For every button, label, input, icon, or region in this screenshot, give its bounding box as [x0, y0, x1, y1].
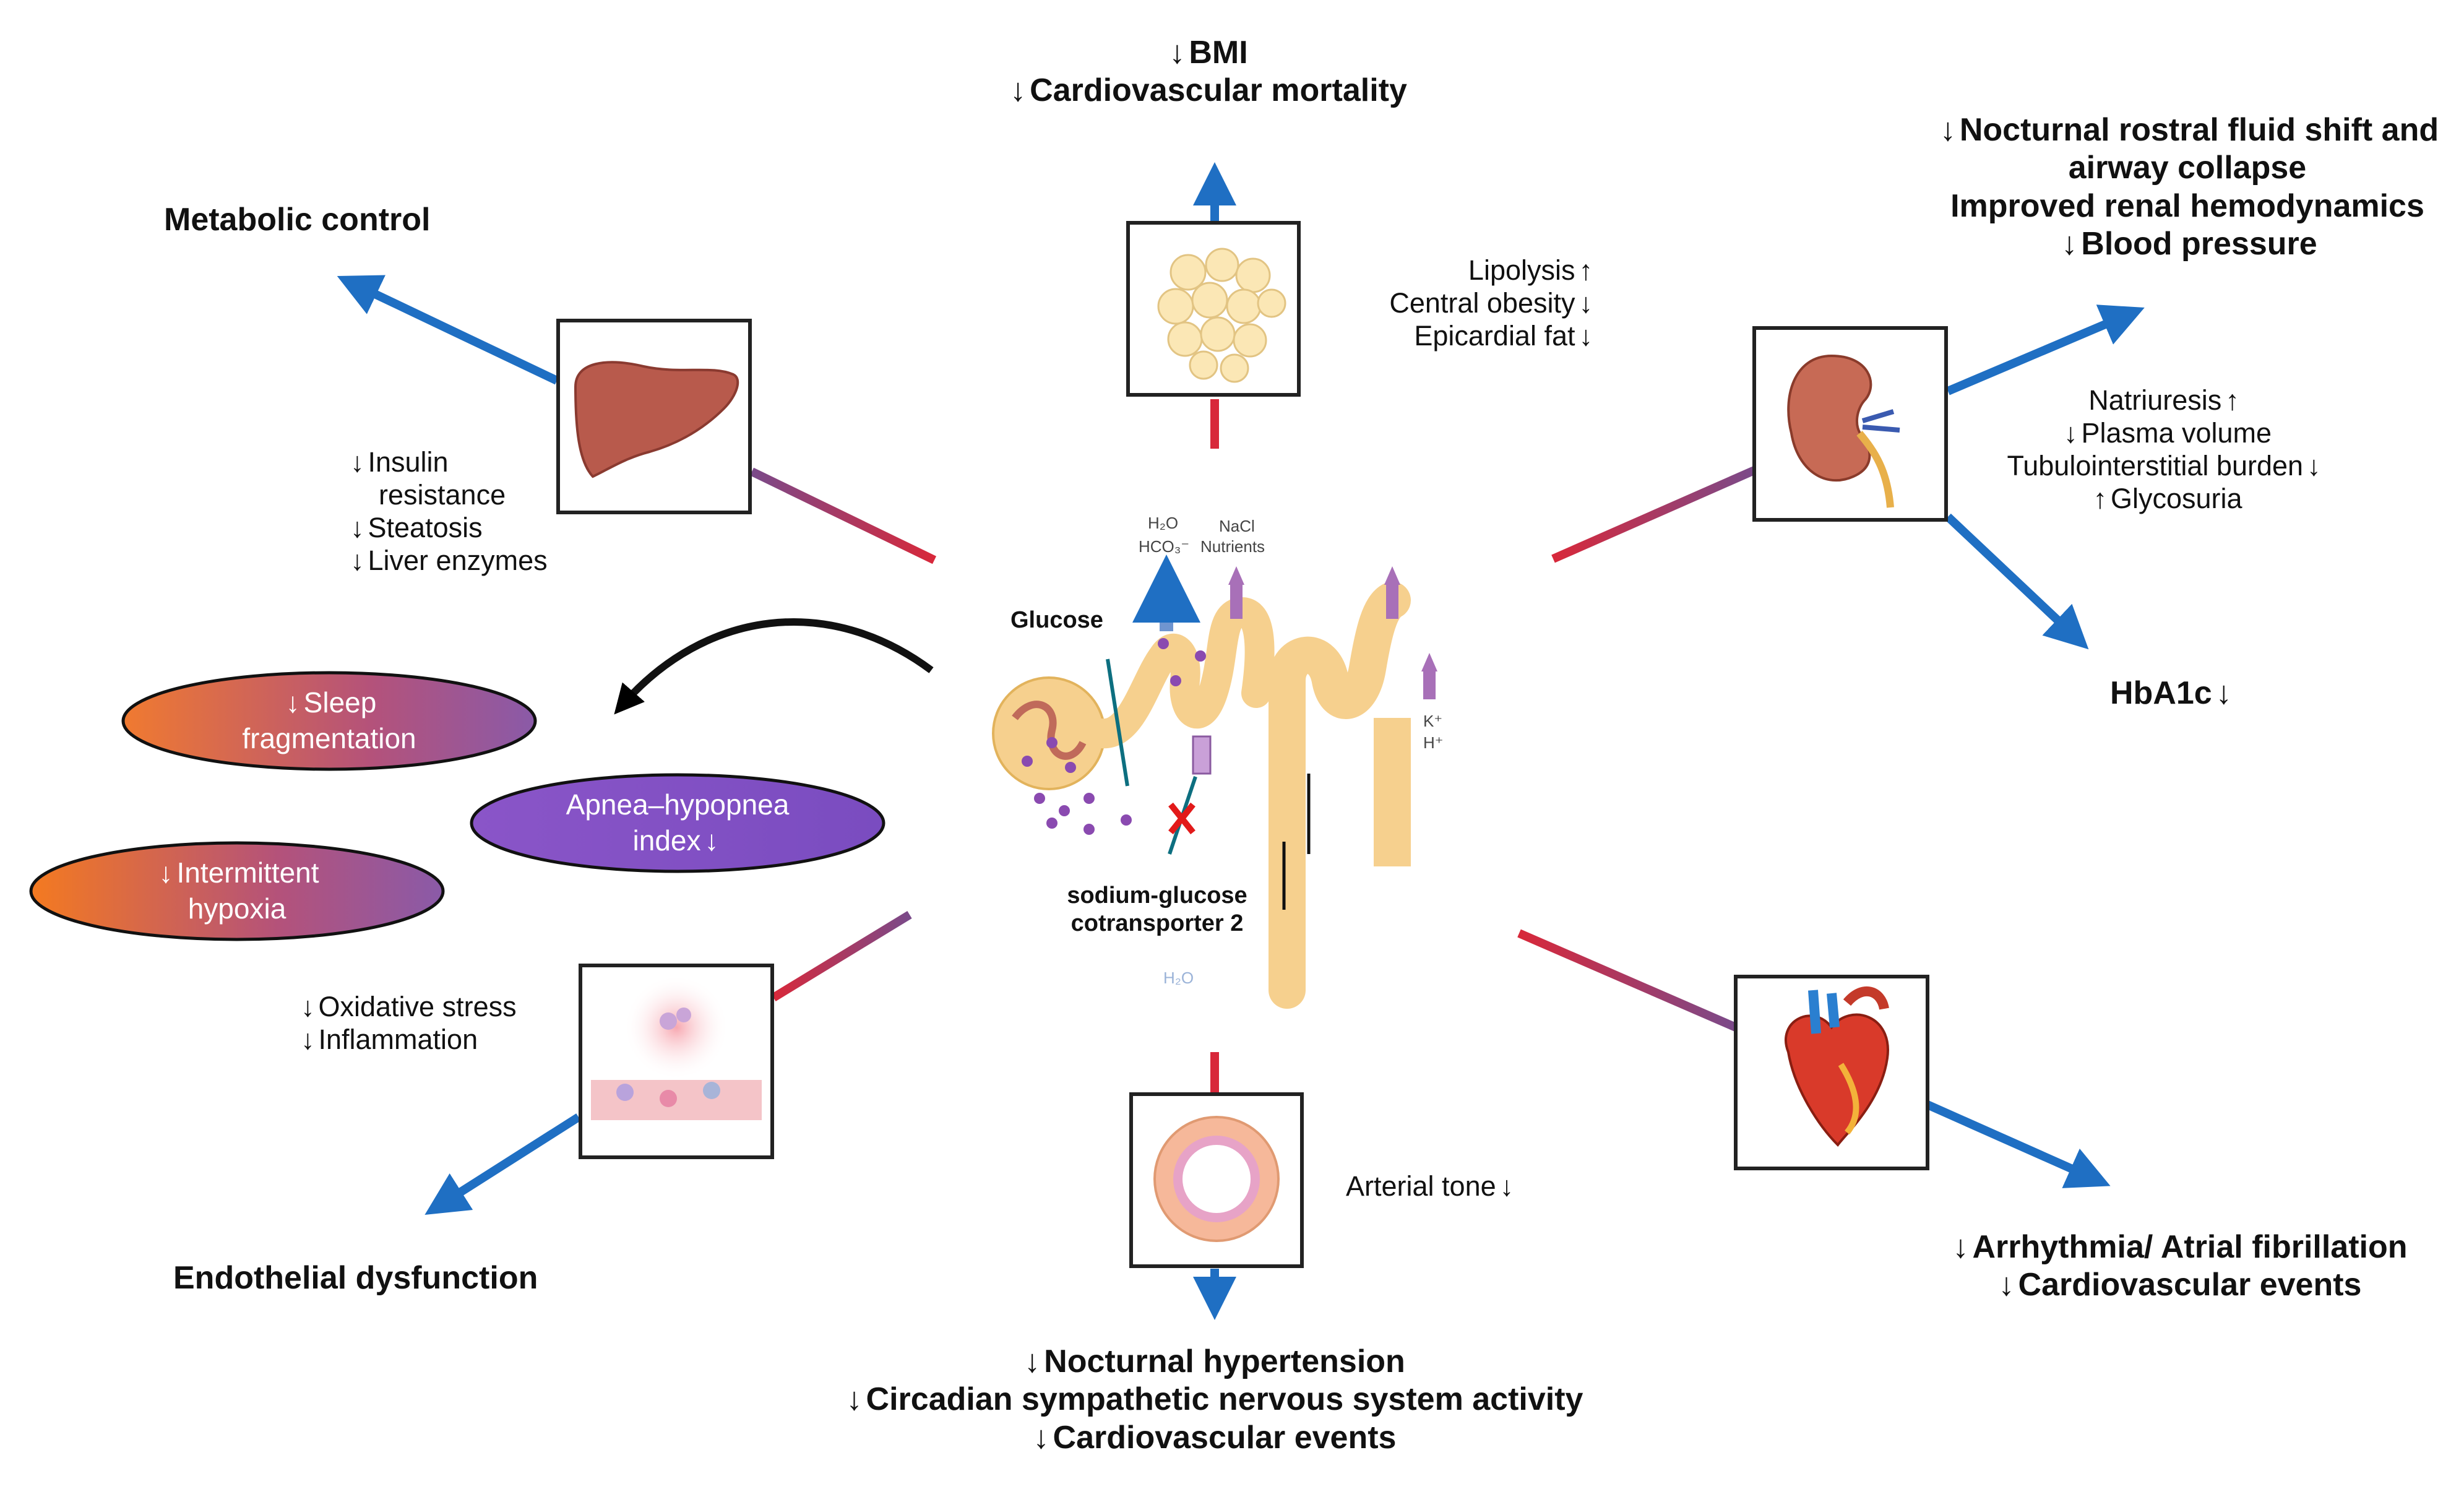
sleep-fragmentation-line2: fragmentation: [242, 722, 416, 754]
liver-effects: ↓Insulin resistance ↓Steatosis ↓Liver en…: [350, 446, 548, 577]
kidney-line-4: Blood pressure: [2081, 226, 2317, 262]
endothelium-connector: [771, 911, 912, 1001]
heart-line-2: Cardiovascular events: [2018, 1267, 2362, 1303]
label-h2o-top: H₂O: [1148, 514, 1179, 532]
sleep-fragmentation-ellipse: [121, 671, 537, 771]
liver-item-resistance: resistance: [379, 479, 506, 511]
kidney-item-glycosuria: Glycosuria: [2110, 483, 2242, 515]
heart-icon: [1785, 986, 1889, 1147]
top-line-1: BMI: [1189, 35, 1248, 71]
ahi-line2: index: [632, 824, 701, 857]
bottom-line-2: Circadian sympathetic nervous system act…: [866, 1381, 1583, 1418]
ahi-line1: Apnea–hypopnea: [566, 788, 790, 821]
endo-item-inflammation: Inflammation: [318, 1024, 478, 1056]
endo-item-oxidative: Oxidative stress: [318, 991, 517, 1022]
label-h: H⁺: [1423, 733, 1444, 752]
endothelium-effects: ↓Oxidative stress ↓Inflammation: [301, 991, 517, 1056]
label-hco3: HCO₃⁻: [1139, 537, 1190, 556]
kidney-item-natriuresis: Natriuresis: [2088, 384, 2222, 416]
top-outcomes: ↓BMI ↓Cardiovascular mortality: [1010, 35, 1407, 109]
hypoxia-line1: Intermittent: [176, 857, 319, 889]
heart-outcomes: ↓Arrhythmia/ Atrial fibrillation ↓Cardio…: [1952, 1229, 2408, 1303]
heart-line-1: Arrhythmia/ Atrial fibrillation: [1972, 1229, 2408, 1265]
ahi-ellipse: [470, 773, 885, 873]
block-x-icon: [1168, 802, 1195, 835]
hba1c-outcome: HbA1c↓: [2110, 675, 2232, 711]
intermittent-hypoxia-label: ↓Intermittent hypoxia: [158, 857, 319, 925]
sglt2-transporter: [1192, 735, 1212, 775]
artery-box: [1129, 1092, 1304, 1268]
kidney-icon: [1787, 354, 1900, 508]
endothelial-dysfunction-title: Endothelial dysfunction: [173, 1260, 538, 1296]
label-nutrients: Nutrients: [1200, 537, 1265, 556]
intermittent-hypoxia-ellipse: [29, 841, 445, 941]
ahi-label: Apnea–hypopnea index↓: [566, 788, 790, 857]
sglt2-label: sodium-glucose cotransporter 2: [1046, 882, 1269, 938]
liver-box: [556, 319, 752, 514]
sglt2-line2: cotransporter 2: [1070, 910, 1244, 936]
kidney-blue-arrow-up: [1946, 304, 2145, 395]
sglt2-line1: sodium-glucose: [1067, 883, 1247, 909]
adipose-cells-icon: [1157, 248, 1286, 383]
kidney-blue-arrow-down: [1945, 513, 2089, 650]
glucose-label: Glucose: [1010, 607, 1103, 633]
kidney-item-tubulointerstitial: Tubulointerstitial burden: [2007, 450, 2304, 482]
kidney-effects: Natriuresis↑ ↓Plasma volume Tubulointers…: [2007, 384, 2321, 515]
adipose-item-central-obesity: Central obesity: [1389, 287, 1575, 319]
liver-connector: [749, 467, 937, 564]
endothelium-box: [579, 964, 774, 1159]
liver-item-enzymes: Liver enzymes: [368, 545, 548, 577]
arterial-tone-label: Arterial tone: [1346, 1170, 1496, 1202]
sleep-fragmentation-line1: Sleep: [303, 686, 377, 719]
bottom-outcomes: ↓Nocturnal hypertension ↓Circadian sympa…: [846, 1344, 1583, 1456]
liver-item-insulin: Insulin: [368, 446, 449, 478]
hypoxia-line2: hypoxia: [187, 892, 286, 925]
label-k: K⁺: [1423, 712, 1443, 730]
kidney-line-1: Nocturnal rostral fluid shift and: [1959, 112, 2439, 148]
heart-box: [1734, 975, 1929, 1170]
top-line-2: Cardiovascular mortality: [1030, 72, 1407, 109]
nephron-illustration: [992, 555, 1437, 1009]
kidney-line-3: Improved renal hemodynamics: [1950, 188, 2424, 224]
label-h2o-bottom: H₂O: [1163, 969, 1194, 987]
sleep-curved-arrow: [614, 618, 934, 715]
kidney-top-outcomes: ↓Nocturnal rostral fluid shift and airwa…: [1939, 112, 2439, 262]
adipose-effects: Lipolysis↑ Central obesity↓ Epicardial f…: [1389, 254, 1593, 352]
arterial-tone: Arterial tone↓: [1346, 1170, 1514, 1202]
hba1c-label: HbA1c: [2110, 675, 2212, 711]
heart-blue-arrow: [1926, 1100, 2111, 1188]
liver-icon: [574, 361, 739, 478]
bottom-line-3: Cardiovascular events: [1053, 1419, 1397, 1456]
sleep-fragmentation-label: ↓Sleep fragmentation: [242, 686, 416, 754]
kidney-item-plasma-volume: Plasma volume: [2081, 417, 2272, 449]
adipose-item-lipolysis: Lipolysis: [1468, 254, 1575, 286]
kidney-line-2: airway collapse: [2068, 150, 2307, 186]
endothelium-blue-arrow: [424, 1113, 581, 1215]
bottom-line-1: Nocturnal hypertension: [1044, 1344, 1405, 1379]
liver-item-steatosis: Steatosis: [368, 512, 483, 544]
adipose-box: [1126, 221, 1301, 397]
liver-blue-arrow: [337, 275, 559, 385]
metabolic-control-title: Metabolic control: [164, 202, 431, 238]
kidney-connector: [1551, 466, 1756, 563]
heart-connector: [1517, 929, 1738, 1032]
adipose-item-epicardial-fat: Epicardial fat: [1414, 320, 1575, 352]
label-nacl: NaCl: [1219, 517, 1255, 535]
kidney-box: [1752, 326, 1948, 522]
